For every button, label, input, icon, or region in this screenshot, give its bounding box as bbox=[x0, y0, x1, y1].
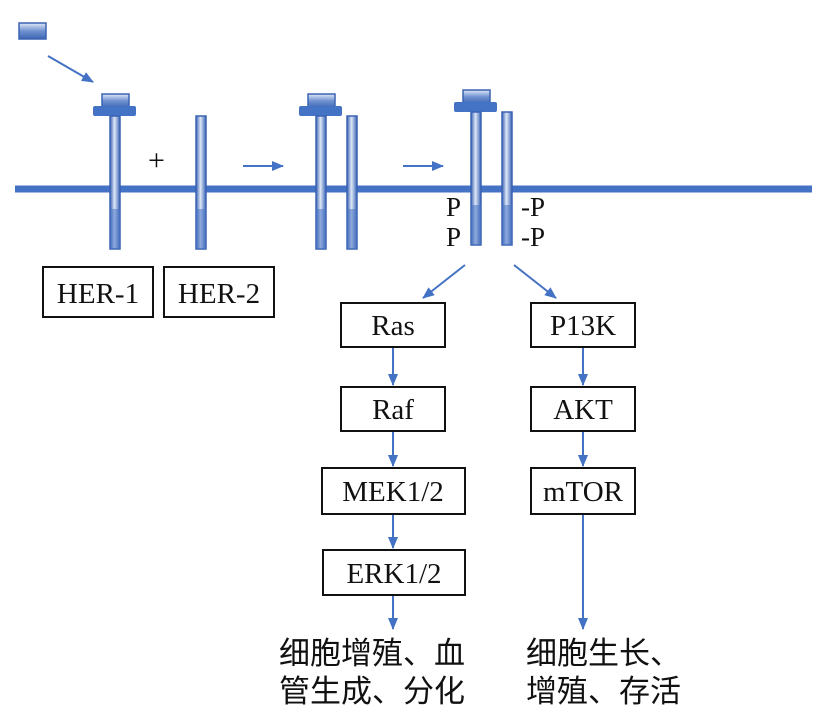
pi3k-label: P13K bbox=[550, 310, 616, 342]
receptor-dimer bbox=[299, 93, 358, 250]
pi3k-node: P13K bbox=[530, 302, 636, 348]
ligand-rect-icon bbox=[462, 89, 491, 105]
ligand-binding-arrow bbox=[47, 55, 94, 83]
ras-outcome-line1: 细胞增殖、血 bbox=[279, 636, 465, 672]
phosphorylated-dimer bbox=[454, 89, 513, 246]
ligand-rect-icon bbox=[307, 93, 336, 109]
branch-arrow-ras bbox=[422, 264, 466, 299]
ras-node: Ras bbox=[340, 302, 446, 348]
akt-label: AKT bbox=[553, 394, 613, 426]
phospho-right-bottom: -P bbox=[521, 222, 545, 252]
receptor-cap-icon bbox=[93, 106, 136, 116]
receptor-cap-icon bbox=[454, 102, 497, 112]
pi3k-outcome-line2: 增殖、存活 bbox=[526, 674, 681, 710]
akt-node: AKT bbox=[530, 386, 636, 432]
receptor-her1-bound bbox=[93, 93, 136, 250]
branch-arrow-pi3k bbox=[513, 264, 557, 299]
raf-label: Raf bbox=[372, 394, 414, 426]
mek-node: MEK1/2 bbox=[321, 467, 466, 515]
her1-label-box: HER-1 bbox=[42, 266, 154, 318]
her1-label: HER-1 bbox=[57, 278, 139, 310]
raf-node: Raf bbox=[340, 386, 446, 432]
erk-label: ERK1/2 bbox=[346, 558, 441, 590]
plus-sign: + bbox=[148, 144, 165, 177]
ligand-rect-icon bbox=[18, 22, 47, 40]
ras-label: Ras bbox=[371, 310, 415, 342]
phospho-right-top: -P bbox=[521, 192, 545, 222]
mtor-label: mTOR bbox=[543, 476, 624, 508]
phospho-left-bottom: P bbox=[446, 222, 461, 252]
phospho-left-top: P bbox=[446, 192, 461, 222]
mek-label: MEK1/2 bbox=[342, 476, 444, 508]
receptor-her2 bbox=[195, 115, 207, 250]
her2-label: HER-2 bbox=[178, 278, 260, 310]
receptor-cap-icon bbox=[299, 106, 342, 116]
pi3k-outcome-line1: 细胞生长、 bbox=[526, 636, 681, 672]
ligand-rect-icon bbox=[101, 93, 130, 109]
ras-outcome-line2: 管生成、分化 bbox=[279, 674, 465, 710]
free-ligand bbox=[18, 22, 47, 40]
mtor-node: mTOR bbox=[530, 467, 636, 515]
her2-label-box: HER-2 bbox=[163, 266, 275, 318]
erk-node: ERK1/2 bbox=[322, 549, 466, 596]
